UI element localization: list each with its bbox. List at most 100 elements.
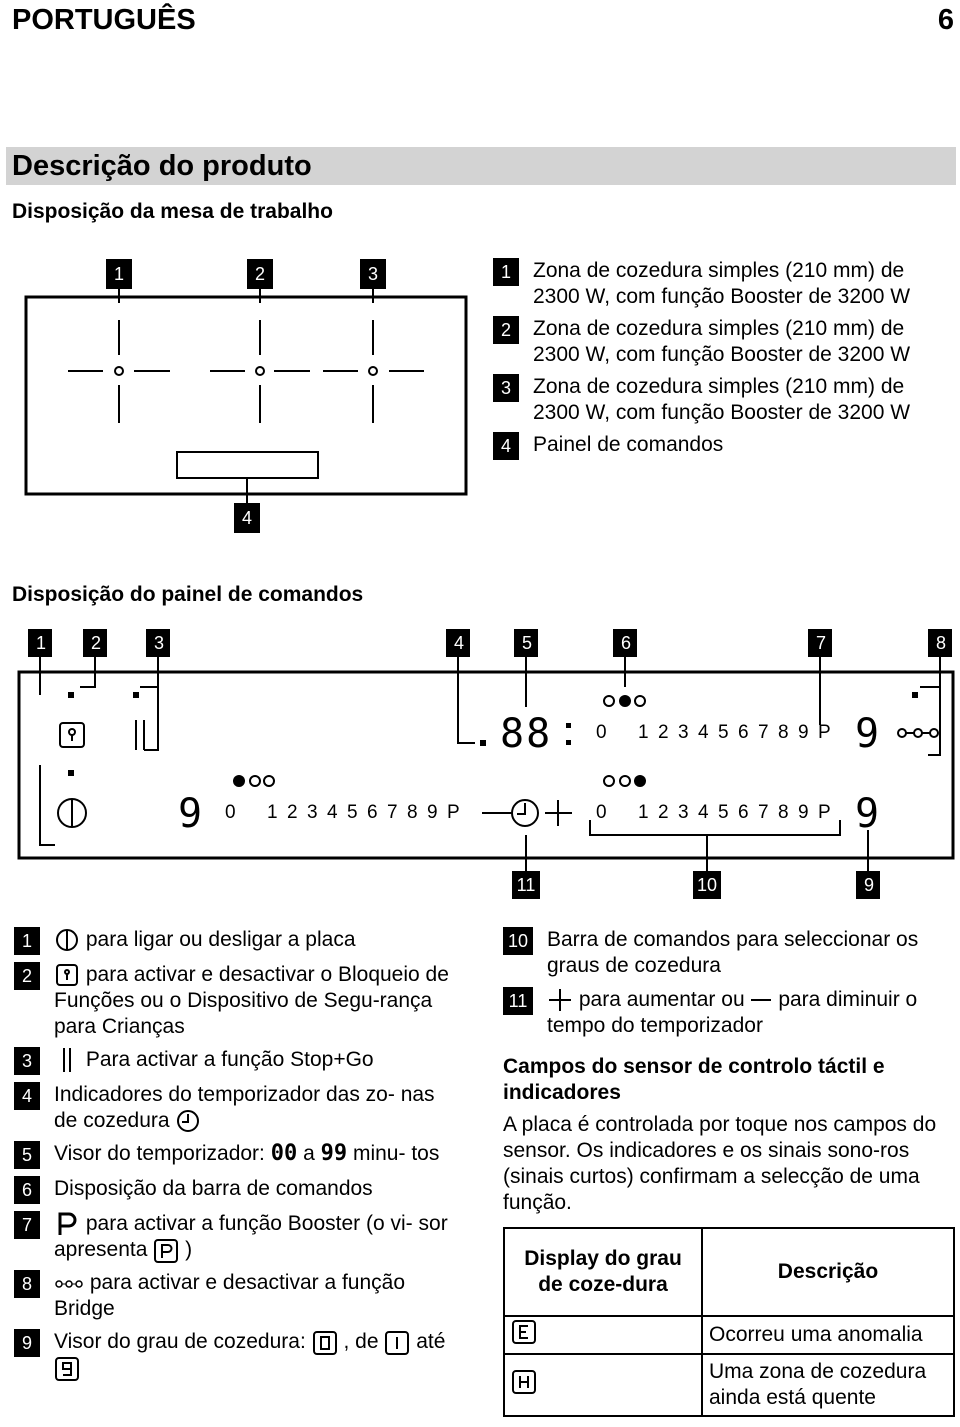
- list-item: 8 para activar e desactivar a função Bri…: [14, 1270, 454, 1322]
- scale-4[interactable]: 4: [698, 722, 709, 743]
- scale-3[interactable]: 3: [307, 802, 318, 823]
- scale-9[interactable]: 9: [427, 802, 438, 823]
- left-list: 1 para ligar ou desligar a placa 2 para …: [14, 927, 454, 1381]
- list-text: o tempo do temporizador: [547, 988, 918, 1037]
- scale-2[interactable]: 2: [658, 802, 669, 823]
- legend-text: Painel de comandos: [533, 433, 724, 456]
- list-text: para aumentar ou: [578, 988, 745, 1011]
- list-text: tos: [411, 1142, 440, 1165]
- legend-item: 4 Painel de comandos: [493, 432, 943, 460]
- table-row: E Ocorreu uma anomalia: [503, 1315, 955, 1355]
- scale-3[interactable]: 3: [678, 802, 689, 823]
- list-item: 10 Barra de comandos para seleccionar os…: [503, 927, 955, 979]
- list-text: Barra de comandos para seleccionar os gr…: [547, 928, 919, 977]
- panel-callout-7: 7: [815, 633, 826, 653]
- table-header-display: Display do grau de coze-dura: [503, 1227, 703, 1317]
- legend-number: 3: [493, 374, 519, 402]
- hob-callout-1: 1: [113, 264, 124, 284]
- scale-4[interactable]: 4: [698, 802, 709, 823]
- list-text: para diminuir: [778, 988, 900, 1011]
- power-scale-right: 0 1 2 3 4 5 6 7 8 9 P: [596, 802, 838, 824]
- scale-6[interactable]: 6: [738, 802, 749, 823]
- scale-p[interactable]: P: [447, 802, 460, 823]
- panel-callout-11: 11: [516, 875, 536, 895]
- hot-h-icon: [512, 1369, 536, 1394]
- list-text: para activar e desactivar a função: [89, 1271, 406, 1295]
- status-table: Display do grau de coze-dura Descrição E…: [503, 1227, 955, 1417]
- list-number: 10: [503, 927, 533, 955]
- sensor-section-body: A placa é controlada por toque nos campo…: [503, 1113, 937, 1214]
- list-number: 5: [14, 1141, 40, 1169]
- legend-text: Zona de cozedura simples (210 mm) de 230…: [533, 317, 911, 366]
- control-panel-diagram: [17, 629, 955, 899]
- clock-icon: [177, 1110, 200, 1133]
- legend-text: Zona de cozedura simples (210 mm) de 230…: [533, 259, 911, 308]
- list-text: para activar e desactivar o Bloqueio de …: [54, 963, 449, 1038]
- list-text: ): [185, 1238, 193, 1262]
- list-text: até: [416, 1330, 446, 1354]
- scale-5[interactable]: 5: [718, 802, 729, 823]
- list-text: Bridge: [54, 1297, 115, 1321]
- scale-6[interactable]: 6: [738, 722, 749, 743]
- list-text: minu-: [352, 1142, 406, 1165]
- list-item: 6 Disposição da barra de comandos: [14, 1176, 454, 1204]
- right-list: 10 Barra de comandos para seleccionar os…: [503, 927, 955, 1039]
- timer-digits: 00: [270, 1141, 298, 1166]
- scale-0[interactable]: 0: [596, 722, 607, 743]
- scale-6[interactable]: 6: [367, 802, 378, 823]
- list-number: 7: [14, 1211, 40, 1239]
- error-e-icon: [512, 1319, 536, 1344]
- scale-p[interactable]: P: [818, 722, 831, 743]
- control-panel-title: Disposição do painel de comandos: [12, 583, 364, 606]
- list-number: 8: [14, 1270, 40, 1299]
- lock-icon: [56, 964, 78, 987]
- panel-callout-8: 8: [935, 633, 946, 653]
- list-number: 11: [503, 987, 533, 1015]
- level-one-icon: [385, 1330, 410, 1355]
- list-item: 7 para activar a função Booster (o vi- s…: [14, 1211, 454, 1263]
- bridge-icon: [55, 1280, 83, 1288]
- scale-0[interactable]: 0: [596, 802, 607, 823]
- scale-8[interactable]: 8: [778, 802, 789, 823]
- scale-9[interactable]: 9: [798, 722, 809, 743]
- scale-1[interactable]: 1: [267, 802, 278, 823]
- scale-2[interactable]: 2: [287, 802, 298, 823]
- level-display-left: 9: [178, 791, 203, 837]
- scale-1[interactable]: 1: [638, 802, 649, 823]
- level-display-right: 9: [855, 791, 880, 837]
- scale-9[interactable]: 9: [798, 802, 809, 823]
- level-zero-icon: [312, 1330, 337, 1355]
- section-title: Descrição do produto: [12, 150, 312, 182]
- scale-8[interactable]: 8: [778, 722, 789, 743]
- list-item: 11 para aumentar ou para diminuir o temp…: [503, 987, 955, 1039]
- list-number: 6: [14, 1176, 40, 1204]
- scale-2[interactable]: 2: [658, 722, 669, 743]
- table-header-row: Display do grau de coze-dura Descrição: [503, 1227, 955, 1317]
- scale-8[interactable]: 8: [407, 802, 418, 823]
- scale-4[interactable]: 4: [327, 802, 338, 823]
- scale-1[interactable]: 1: [638, 722, 649, 743]
- legend-item: 2 Zona de cozedura simples (210 mm) de 2…: [493, 316, 943, 368]
- scale-0[interactable]: 0: [225, 802, 236, 823]
- list-number: 1: [14, 927, 40, 955]
- stop-go-icon: [63, 1048, 71, 1073]
- level-nine-icon: [55, 1356, 79, 1381]
- list-item: 1 para ligar ou desligar a placa: [14, 927, 454, 955]
- list-item: 5 Visor do temporizador: 00 a 99 minu- t…: [14, 1141, 454, 1169]
- scale-5[interactable]: 5: [347, 802, 358, 823]
- list-text: Disposição da barra de comandos: [54, 1177, 373, 1200]
- scale-p[interactable]: P: [818, 802, 831, 823]
- page-number: 6: [937, 4, 954, 36]
- scale-7[interactable]: 7: [758, 802, 769, 823]
- scale-3[interactable]: 3: [678, 722, 689, 743]
- legend-number: 2: [493, 316, 519, 344]
- scale-5[interactable]: 5: [718, 722, 729, 743]
- legend-item: 3 Zona de cozedura simples (210 mm) de 2…: [493, 374, 943, 426]
- list-text: , de: [343, 1330, 379, 1354]
- hob-layout-diagram: [24, 259, 468, 533]
- scale-7[interactable]: 7: [387, 802, 398, 823]
- list-text: sor apresenta: [54, 1212, 448, 1262]
- scale-7[interactable]: 7: [758, 722, 769, 743]
- level-display-top: 9: [855, 711, 880, 757]
- list-number: 9: [14, 1329, 40, 1358]
